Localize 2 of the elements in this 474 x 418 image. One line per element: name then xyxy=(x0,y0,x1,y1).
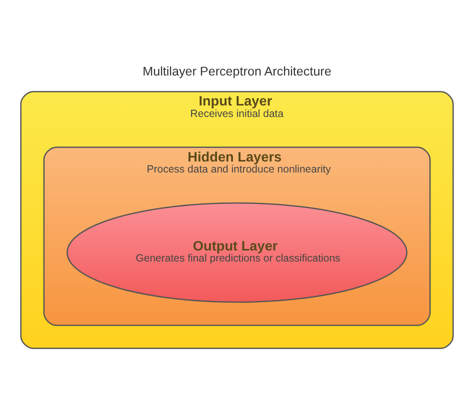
node-ellipse: Output Layer Generates final predictions or classifications xyxy=(66,202,408,303)
diagram-title: Multilayer Perceptron Architecture xyxy=(142,64,332,78)
